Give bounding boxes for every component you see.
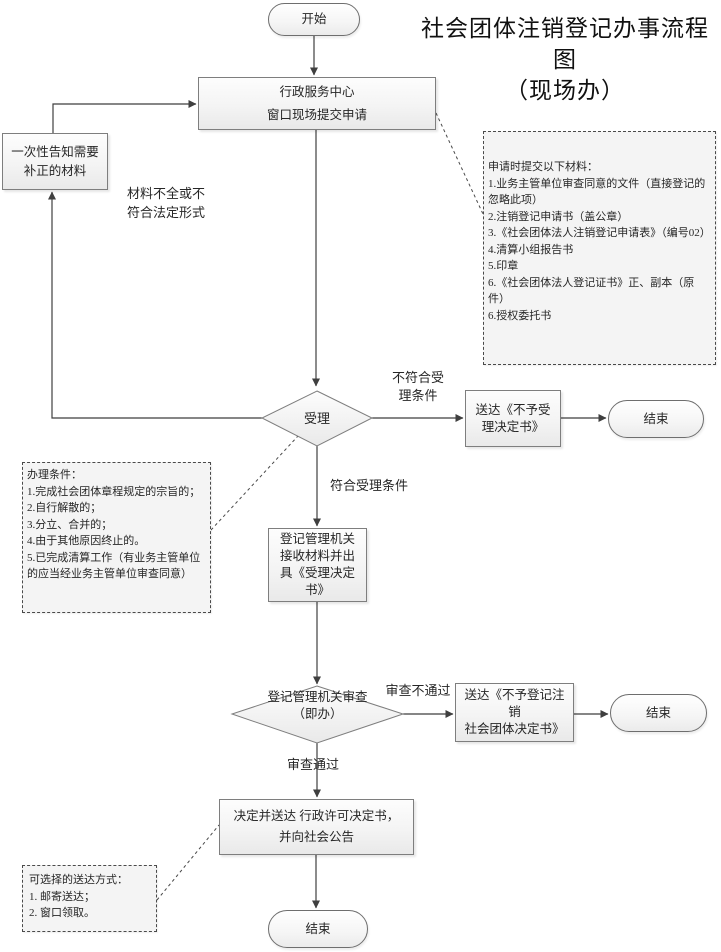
- connector-submit-to-materials-note: [435, 112, 484, 215]
- end-terminator-top: 结束: [608, 400, 704, 438]
- reject-acceptance-box: 送达《不予受 理决定书》: [465, 390, 561, 447]
- one-time-notify-box: 一次性告知需要 补正的材料: [2, 133, 108, 190]
- edge-label-not-meet-acceptance: 不符合受 理条件: [391, 370, 444, 403]
- accept-decision-diamond: [260, 390, 374, 447]
- connector-conditions-note-to-accept: [210, 435, 299, 531]
- connector-accept-to-notify: [48, 191, 262, 419]
- submit-application-box: 行政服务中心 窗口现场提交申请: [198, 77, 436, 130]
- receive-materials-box: 登记管理机关 接收材料并出 具《受理决定 书》: [268, 528, 367, 602]
- materials-required-note: 申请时提交以下材料： 1.业务主管单位审查同意的文件（直接登记的忽略此项） 2.…: [483, 131, 716, 365]
- edge-label-review-fail: 审查不通过: [385, 683, 451, 698]
- accept-diamond-label: 受理: [303, 411, 330, 426]
- connector-delivery-note-to-decision: [156, 824, 220, 901]
- connector-notify-to-submit: [52, 100, 197, 133]
- start-terminator: 开始: [268, 3, 360, 36]
- edge-label-meet-acceptance: 符合受理条件: [330, 478, 409, 493]
- end-terminator-bottom: 结束: [268, 910, 368, 948]
- review-decision-diamond: [230, 685, 405, 744]
- review-diamond-label: 登记管理机关审查 （即办）: [267, 690, 368, 721]
- page-title: 社会团体注销登记办事流程图 （现场办）: [421, 16, 709, 103]
- edge-label-incomplete-materials: 材料不全或不 符合法定形式: [127, 186, 206, 220]
- delivery-options-note: 可选择的送达方式： 1. 邮寄送达； 2. 窗口领取。: [22, 865, 157, 932]
- edge-label-review-pass: 审查通过: [286, 757, 339, 772]
- handling-conditions-note: 办理条件： 1.完成社会团体章程规定的宗旨的； 2.自行解散的； 3.分立、合并…: [22, 462, 211, 613]
- end-terminator-mid: 结束: [610, 694, 707, 732]
- reject-registration-box: 送达《不予登记注 销 社会团体决定书》: [455, 683, 574, 742]
- decision-delivery-box: 决定并送达 行政许可决定书， 并向社会公告: [219, 799, 414, 855]
